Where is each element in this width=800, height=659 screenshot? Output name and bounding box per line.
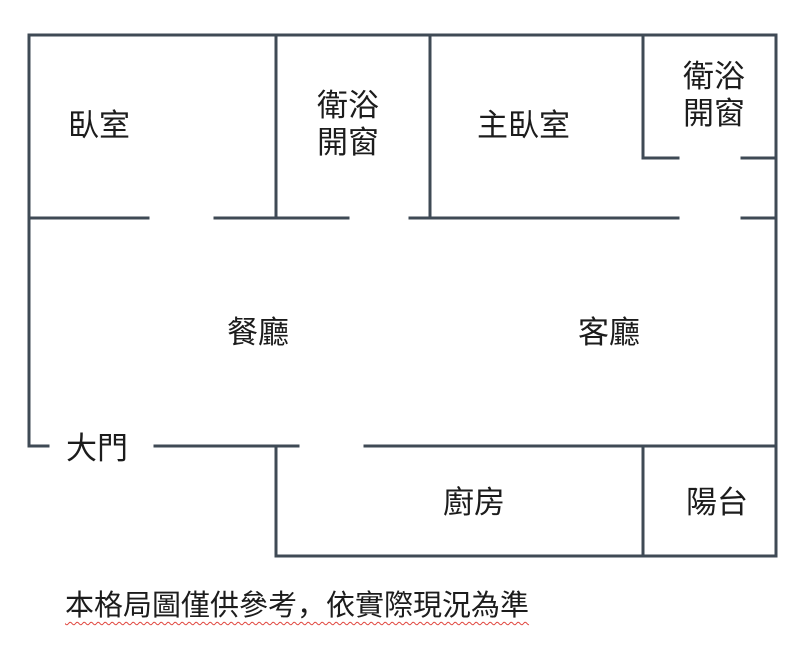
room-label-kitchen: 廚房 bbox=[443, 485, 505, 521]
room-label-master-bedroom: 主臥室 bbox=[477, 108, 570, 144]
bath-right-line-1: 衛浴 bbox=[683, 59, 745, 95]
bath-left-line-1: 衛浴 bbox=[317, 88, 379, 124]
room-label-bedroom: 臥室 bbox=[68, 108, 130, 144]
room-label-balcony: 陽台 bbox=[686, 485, 748, 521]
main-door-label: 大門 bbox=[66, 431, 128, 467]
bath-left-line-2: 開窗 bbox=[317, 125, 379, 161]
room-label-dining: 餐廳 bbox=[227, 315, 289, 351]
room-label-living: 客廳 bbox=[578, 315, 640, 351]
bath-right-line-2: 開窗 bbox=[683, 96, 745, 132]
room-label-bath-left: 衛浴 開窗 bbox=[317, 88, 379, 162]
disclaimer-note: 本格局圖僅供參考，依實際現況為準 bbox=[65, 588, 530, 622]
room-label-bath-right: 衛浴 開窗 bbox=[683, 59, 745, 133]
